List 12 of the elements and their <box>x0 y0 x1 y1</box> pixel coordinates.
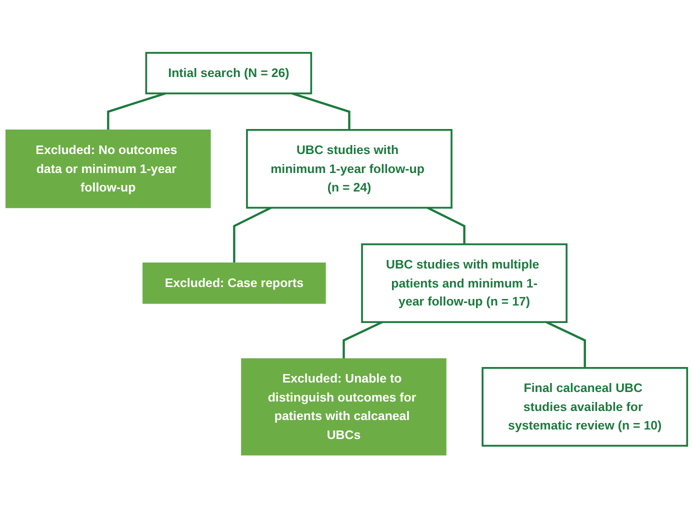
connector <box>292 92 350 130</box>
connector <box>342 321 383 359</box>
node-box: UBC studies with multiple patients and minimum 1-year follow-up (n = 17) <box>361 243 568 324</box>
node-box: Excluded: No outcomes data or minimum 1-year follow-up <box>5 130 211 208</box>
connector <box>427 206 466 244</box>
connector <box>233 206 272 263</box>
node-box: Intial search (N = 26) <box>145 52 312 94</box>
node-box: Excluded: Unable to distinguish outcomes for patients with calcaneal UBCs <box>241 358 446 456</box>
node-box: UBC studies with minimum 1-year follow-up (n = 24) <box>246 129 452 209</box>
node-box: Final calcaneal UBC studies available for systematic review (n = 10) <box>482 367 688 447</box>
node-box: Excluded: Case reports <box>142 262 326 304</box>
connector <box>107 92 166 130</box>
